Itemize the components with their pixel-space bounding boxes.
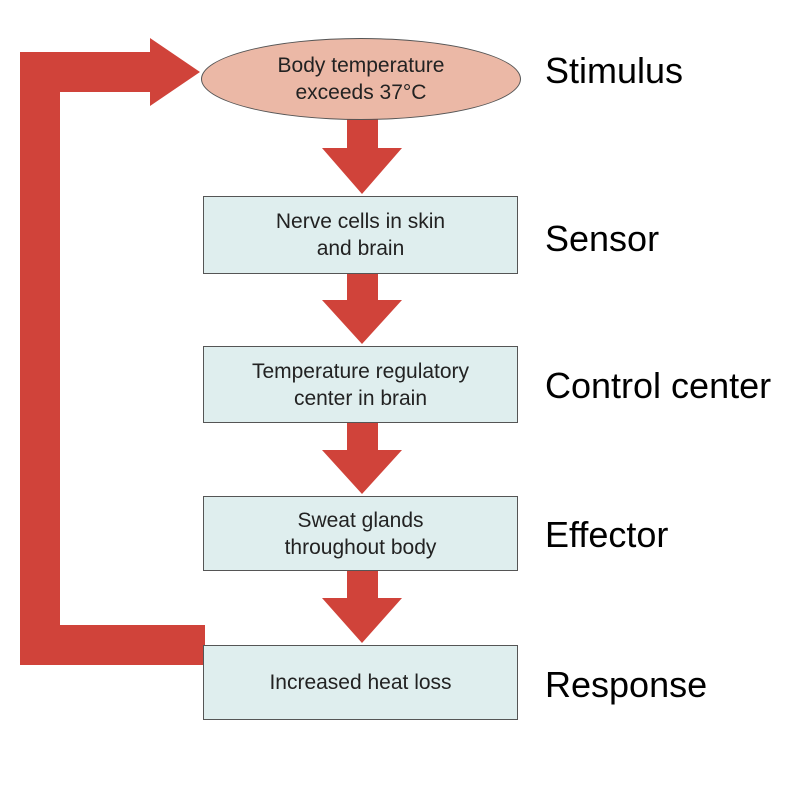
stimulus-oval: Body temperature exceeds 37°C	[201, 38, 521, 120]
effector-text-line2: throughout body	[284, 535, 437, 559]
sensor-label: Sensor	[545, 218, 660, 259]
sensor-text-line2: and brain	[316, 237, 405, 260]
arrow-effector-to-response	[322, 571, 402, 643]
effector-box: Sweat glands throughout body	[203, 496, 518, 571]
control-center-text-line1: Temperature regulatory	[251, 359, 470, 383]
feedback-loop-arrow	[20, 38, 205, 665]
response-label: Response	[545, 664, 708, 705]
stimulus-text-line2: exceeds 37°C	[295, 81, 427, 104]
response-text-line1: Increased heat loss	[269, 671, 452, 694]
sensor-box: Nerve cells in skin and brain	[203, 196, 518, 274]
sensor-text-line1: Nerve cells in skin	[275, 210, 446, 233]
effector-text-line1: Sweat glands	[297, 508, 424, 532]
control-center-box: Temperature regulatory center in brain	[203, 346, 518, 423]
stimulus-label: Stimulus	[545, 50, 684, 91]
arrow-control-to-effector	[322, 423, 402, 494]
stimulus-text-line1: Body temperature	[277, 54, 445, 77]
control-center-text-line2: center in brain	[293, 386, 428, 410]
arrow-stimulus-to-sensor	[322, 118, 402, 194]
effector-label: Effector	[545, 514, 669, 555]
arrow-sensor-to-control	[322, 274, 402, 344]
response-box: Increased heat loss	[203, 645, 518, 720]
control-center-label: Control center	[545, 365, 772, 406]
